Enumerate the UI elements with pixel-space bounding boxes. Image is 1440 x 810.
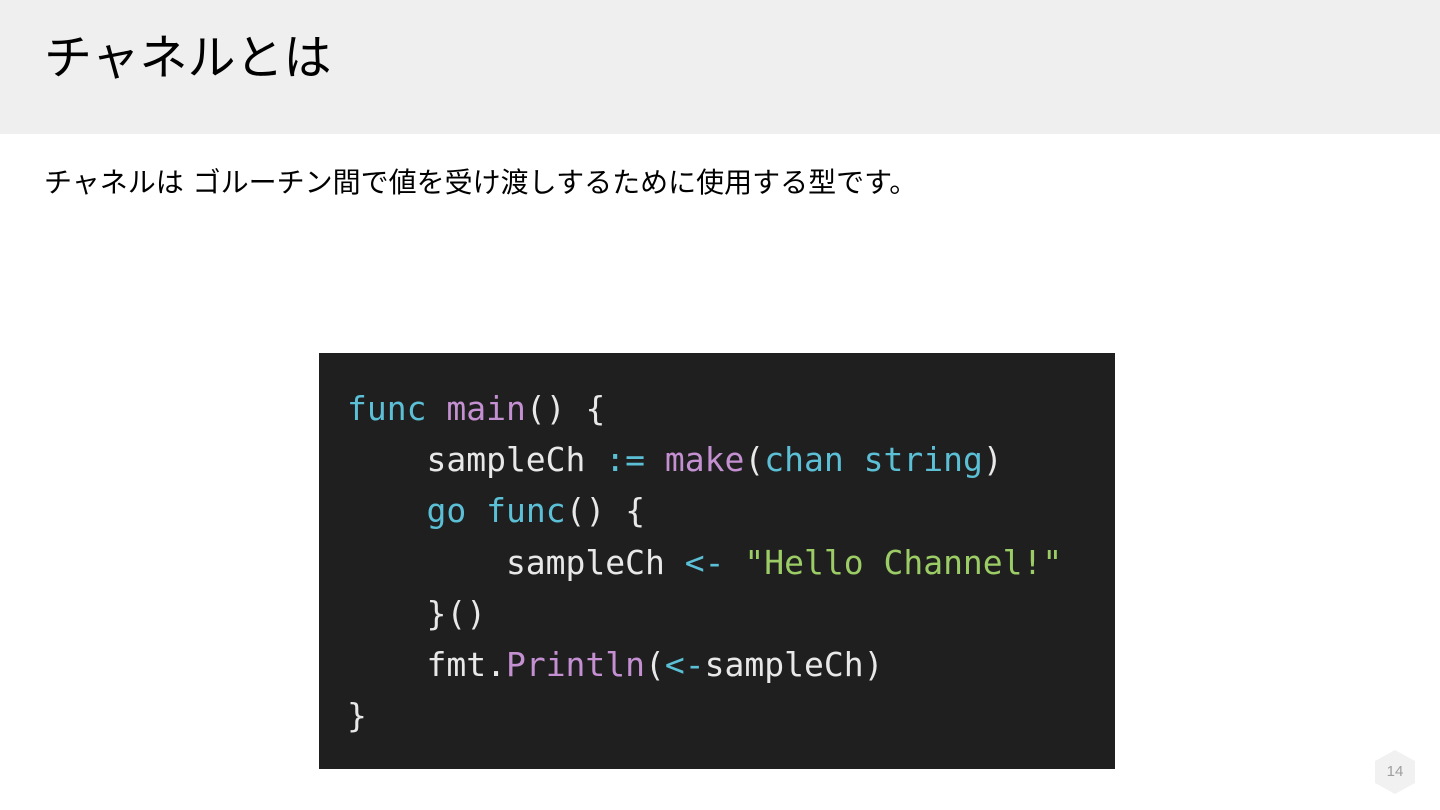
code-token-operator: <- [684, 542, 725, 582]
code-token-plain: fmt. [347, 644, 506, 684]
code-token-plain: () { [525, 389, 606, 428]
code-token-operator: := [605, 440, 646, 480]
code-token-plain [844, 440, 864, 479]
code-line: } [347, 690, 1115, 741]
code-token-string: "Hello Channel!" [744, 542, 1063, 582]
code-line: go func() { [347, 485, 1115, 536]
code-token-plain: } [347, 696, 367, 736]
code-token-plain [466, 491, 486, 530]
code-token-plain: sampleCh) [704, 644, 884, 684]
code-token-plain: () { [565, 491, 646, 531]
page-number: 14 [1386, 763, 1404, 780]
code-token-plain [725, 543, 745, 582]
code-line: sampleCh := make(chan string) [347, 434, 1115, 485]
slide-body-text: チャネルは ゴルーチン間で値を受け渡しするために使用する型です。 [44, 166, 918, 199]
code-block: func main() { sampleCh := make(chan stri… [347, 383, 1115, 741]
code-token-keyword: func [347, 389, 427, 428]
code-token-plain: }() [347, 593, 487, 633]
code-token-plain: ) [982, 440, 1003, 480]
code-line: }() [347, 588, 1115, 639]
code-line: sampleCh <- "Hello Channel!" [347, 537, 1115, 588]
title-band [0, 0, 1440, 134]
code-token-plain: sampleCh [347, 440, 606, 480]
code-token-function: main [446, 389, 526, 428]
code-line: func main() { [347, 383, 1115, 434]
code-token-plain [347, 491, 426, 530]
code-token-plain: sampleCh [347, 542, 685, 582]
slide-title: チャネルとは [44, 30, 332, 86]
code-token-keyword: go [426, 491, 467, 531]
code-line: fmt.Println(<-sampleCh) [347, 639, 1115, 690]
code-token-function: Println [505, 644, 646, 684]
code-token-keyword: chan [764, 440, 844, 480]
code-panel: func main() { sampleCh := make(chan stri… [319, 353, 1115, 769]
code-token-keyword: string [863, 440, 983, 480]
code-token-plain [426, 389, 446, 428]
code-token-plain: ( [645, 644, 665, 684]
page-number-badge: 14 [1375, 750, 1415, 794]
code-token-plain: ( [744, 440, 765, 480]
code-token-keyword: func [486, 491, 566, 531]
code-token-function: make [664, 440, 745, 480]
code-token-operator: <- [664, 644, 705, 684]
code-token-plain [645, 440, 665, 479]
